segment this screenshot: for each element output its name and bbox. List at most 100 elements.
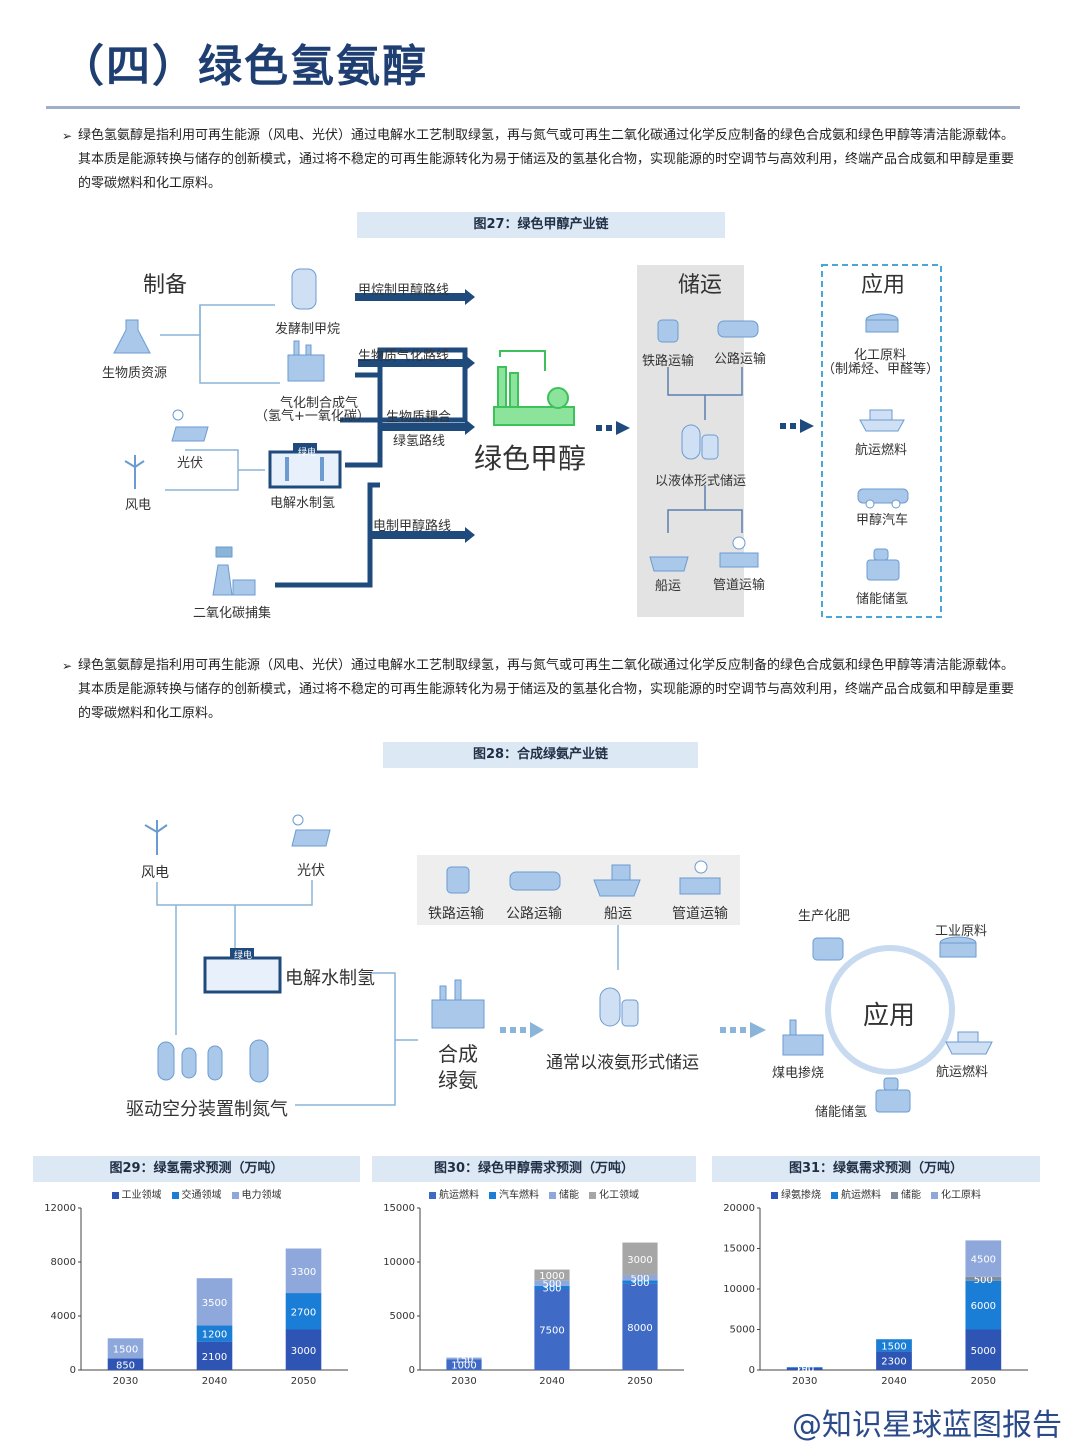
- title-divider: [46, 106, 1020, 109]
- solar-label-2: 光伏: [297, 863, 325, 879]
- legend-label: 化工原料: [941, 1190, 981, 1201]
- rail-label-2: 铁路运输: [428, 906, 484, 922]
- y-tick-label: 8000: [51, 1257, 76, 1268]
- co2-capture-label: 二氧化碳捕集: [193, 606, 272, 621]
- legend-label: 绿氨掺烧: [781, 1190, 821, 1201]
- data-label: 2300: [881, 1357, 906, 1368]
- legend-swatch: [549, 1191, 556, 1199]
- ship-label: 船运: [655, 579, 682, 594]
- bar-segment: [786, 1367, 823, 1368]
- chart-title: 图31：绿氨需求预测（万吨）: [712, 1156, 1040, 1182]
- x-tick-label: 2030: [113, 1376, 138, 1387]
- energy-storage-label: 储能储氢: [856, 592, 909, 607]
- bar-segment: [534, 1280, 570, 1286]
- legend-swatch: [589, 1191, 596, 1199]
- methanol-car-label: 甲醇汽车: [856, 513, 909, 528]
- bar-segment: [534, 1289, 570, 1370]
- ship-icon: [593, 864, 641, 897]
- legend-swatch: [891, 1191, 898, 1199]
- route-methane-label: 甲烷制甲醇路线: [358, 283, 450, 298]
- legend-label: 储能: [559, 1190, 579, 1201]
- legend-swatch: [489, 1191, 496, 1199]
- pipeline-icon: [679, 860, 721, 895]
- x-tick-label: 2050: [291, 1376, 316, 1387]
- paragraph-text: 绿色氢氨醇是指利用可再生能源（风电、光伏）通过电解水工艺制取绿氢，再与氮气或可再…: [78, 128, 1015, 191]
- liquid-ammonia-label: 通常以液氨形式储运: [546, 1053, 699, 1073]
- y-tick-label: 20000: [723, 1203, 755, 1214]
- legend-item: 电力领域: [231, 1186, 282, 1201]
- y-tick-label: 15000: [723, 1244, 755, 1255]
- energy-storage-icon: [866, 548, 900, 581]
- x-tick-label: 2040: [881, 1376, 906, 1387]
- green-power-badge: 绿电: [298, 448, 317, 458]
- figure-28-title: 图28：合成绿氨产业链: [383, 742, 698, 768]
- bullet-arrow-icon: ➢: [62, 129, 73, 143]
- green-methanol-label: 绿色甲醇: [474, 442, 587, 475]
- data-label: 850: [116, 1360, 135, 1371]
- application-circle: [825, 945, 955, 1075]
- data-label: 1500: [881, 1341, 906, 1352]
- bar-segment: [622, 1242, 658, 1275]
- bullet-arrow-icon: ➢: [62, 659, 73, 673]
- bar-segment: [446, 1357, 482, 1360]
- data-label: 3000: [291, 1346, 316, 1357]
- bar-segment: [876, 1339, 912, 1352]
- legend-swatch: [231, 1191, 239, 1199]
- x-tick-label: 2040: [539, 1376, 564, 1387]
- y-tick-label: 0: [70, 1365, 76, 1376]
- y-tick-label: 10000: [383, 1257, 415, 1268]
- legend-item: 化工原料: [931, 1186, 981, 1201]
- plant-icon: [431, 979, 485, 1029]
- legend-item: 储能: [891, 1186, 921, 1201]
- data-label: 5000: [971, 1346, 996, 1357]
- bar-segment: [965, 1240, 1002, 1277]
- legend-label: 航运燃料: [841, 1190, 881, 1201]
- legend-item: 化工领域: [589, 1186, 639, 1201]
- chart-plot: 0400080001200085015002030210012003500204…: [44, 1203, 348, 1387]
- bar-segment: [446, 1359, 482, 1370]
- y-tick-label: 15000: [383, 1203, 415, 1214]
- chem-label: 化工原料: [854, 348, 907, 363]
- chart-plot: 0500010000150002000025010020302300150020…: [723, 1203, 1028, 1387]
- storage-connectors: [667, 367, 743, 533]
- rail-label: 铁路运输: [642, 354, 695, 369]
- data-label: 1500: [113, 1344, 138, 1355]
- legend-item: 交通领域: [171, 1186, 222, 1201]
- green-power-badge-2: 绿电: [234, 951, 253, 961]
- solar-panel-icon: [291, 814, 331, 847]
- data-label: 500: [974, 1275, 993, 1286]
- y-tick-label: 5000: [730, 1325, 755, 1336]
- bar-segment: [534, 1269, 570, 1281]
- factory-icon: [287, 340, 325, 382]
- data-label: 3000: [627, 1255, 652, 1266]
- cruise-ship-icon: [945, 1031, 993, 1055]
- solar-panel-icon: [171, 409, 209, 442]
- ship-icon: [649, 556, 689, 572]
- car-icon: [857, 488, 909, 509]
- chart-title: 图29：绿氢需求预测（万吨）: [33, 1156, 360, 1182]
- legend-item: 航运燃料: [429, 1186, 479, 1201]
- bar-segment: [965, 1280, 1002, 1330]
- y-tick-label: 0: [409, 1365, 415, 1376]
- data-label: 300: [630, 1278, 649, 1289]
- bar-segment: [196, 1341, 233, 1370]
- data-label: 1200: [202, 1330, 227, 1341]
- application-center-label: 应用: [863, 1001, 916, 1031]
- data-label: 500: [542, 1279, 561, 1290]
- bar-segment: [786, 1367, 823, 1370]
- fertilizer-label: 生产化肥: [798, 909, 851, 924]
- energy-storage-label-2: 储能储氢: [815, 1105, 868, 1120]
- electrolyzer-icon: [203, 948, 282, 994]
- bar-segment: [285, 1248, 322, 1294]
- wind-turbine-icon: [124, 455, 145, 489]
- bar-segment: [965, 1329, 1002, 1370]
- road-label: 公路运输: [714, 352, 767, 367]
- application-panel: [821, 264, 942, 618]
- ship-label-2: 船运: [604, 906, 632, 922]
- chart-legend: 绿氨掺烧 航运燃料 储能 化工原料: [712, 1186, 1040, 1201]
- ship-fuel-label-2: 航运燃料: [936, 1065, 989, 1080]
- legend-label: 汽车燃料: [499, 1190, 539, 1201]
- route-biomass-label: 生物质气化路线: [358, 349, 450, 364]
- storage-heading: 储运: [678, 273, 723, 298]
